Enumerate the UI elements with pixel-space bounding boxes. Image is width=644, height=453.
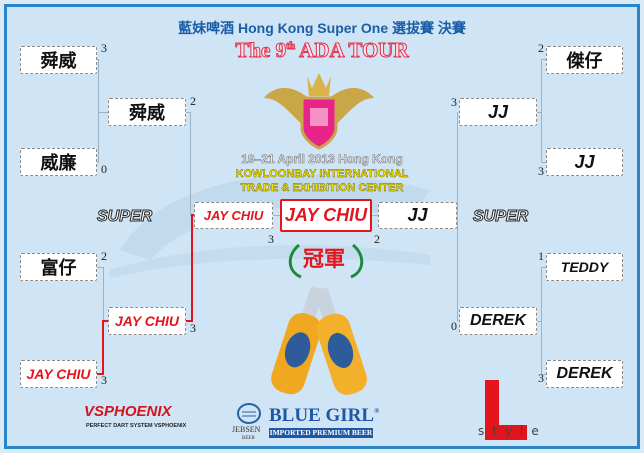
left-r1-score-3: 2 bbox=[101, 249, 107, 263]
l-style-text: style bbox=[478, 424, 547, 438]
left-r2-score-2: 3 bbox=[190, 321, 196, 335]
right-r1-score-1: 2 bbox=[538, 41, 544, 55]
blue-girl-tagline: IMPORTED PREMIUM BEER bbox=[269, 428, 373, 438]
left-r2-score-1: 2 bbox=[190, 94, 196, 108]
ada-crest-logo bbox=[264, 73, 374, 150]
blue-girl-logo: BLUE GIRL® bbox=[269, 405, 380, 426]
laurel-icon bbox=[288, 243, 364, 279]
right-r2-player-1: JJ bbox=[459, 98, 537, 126]
final-right-player: JJ bbox=[378, 202, 457, 229]
right-r1-score-4: 3 bbox=[538, 371, 544, 385]
asia-cup-watermark bbox=[110, 174, 430, 278]
page-title: 藍妹啤酒 Hong Kong Super One 選拔賽 決賽 bbox=[178, 20, 466, 36]
left-r1-player-3: 富仔 bbox=[20, 253, 97, 281]
left-r2-player-1: 舜威 bbox=[108, 98, 186, 126]
right-r2-player-2: DEREK bbox=[459, 307, 537, 335]
venue-line2: TRADE & EXHIBITION CENTER bbox=[240, 182, 404, 194]
final-left-score: 3 bbox=[268, 232, 274, 246]
final-right-score: 2 bbox=[374, 232, 380, 246]
vsphoenix-logo: VSPHOENIX bbox=[84, 403, 172, 420]
venue-line1: KOWLOONBAY INTERNATIONAL bbox=[235, 168, 409, 180]
left-r1-score-2: 0 bbox=[101, 162, 107, 176]
right-r1-player-4: DEREK bbox=[546, 360, 623, 388]
right-r1-player-3: TEDDY bbox=[546, 253, 623, 281]
right-r2-score-2: 0 bbox=[451, 319, 457, 333]
final-left-player: JAY CHIU bbox=[194, 202, 273, 229]
tour-title: The 9th ADA TOUR bbox=[235, 38, 409, 62]
event-date: 19–21 April 2013 Hong Kong bbox=[241, 152, 403, 167]
right-r1-score-2: 3 bbox=[538, 164, 544, 178]
right-r2-score-1: 3 bbox=[451, 95, 457, 109]
left-r1-player-2: 威廉 bbox=[20, 148, 97, 176]
champion-box: JAY CHIU bbox=[280, 199, 372, 232]
left-r2-player-2: JAY CHIU bbox=[108, 307, 186, 335]
right-r1-player-2: JJ bbox=[546, 148, 623, 176]
super-logo-right: SUPER bbox=[472, 208, 529, 226]
jebsen-emblem bbox=[237, 403, 261, 424]
left-r1-score-4: 3 bbox=[101, 373, 107, 387]
champion-label: 冠軍 bbox=[303, 246, 345, 271]
beer-bottles-image bbox=[271, 286, 367, 395]
super-logo-left: SUPER bbox=[96, 208, 153, 226]
left-r1-player-1: 舜威 bbox=[20, 46, 97, 74]
left-r1-player-4: JAY CHIU bbox=[20, 360, 97, 388]
right-r1-player-1: 傑仔 bbox=[546, 46, 623, 74]
right-r1-score-3: 1 bbox=[538, 249, 544, 263]
vsphoenix-tagline: PERFECT DART SYSTEM VSPHOENIX bbox=[86, 423, 187, 429]
jebsen-logo: JEBSEN bbox=[232, 425, 261, 434]
jebsen-beer: BEER bbox=[242, 436, 255, 441]
left-r1-score-1: 3 bbox=[101, 41, 107, 55]
